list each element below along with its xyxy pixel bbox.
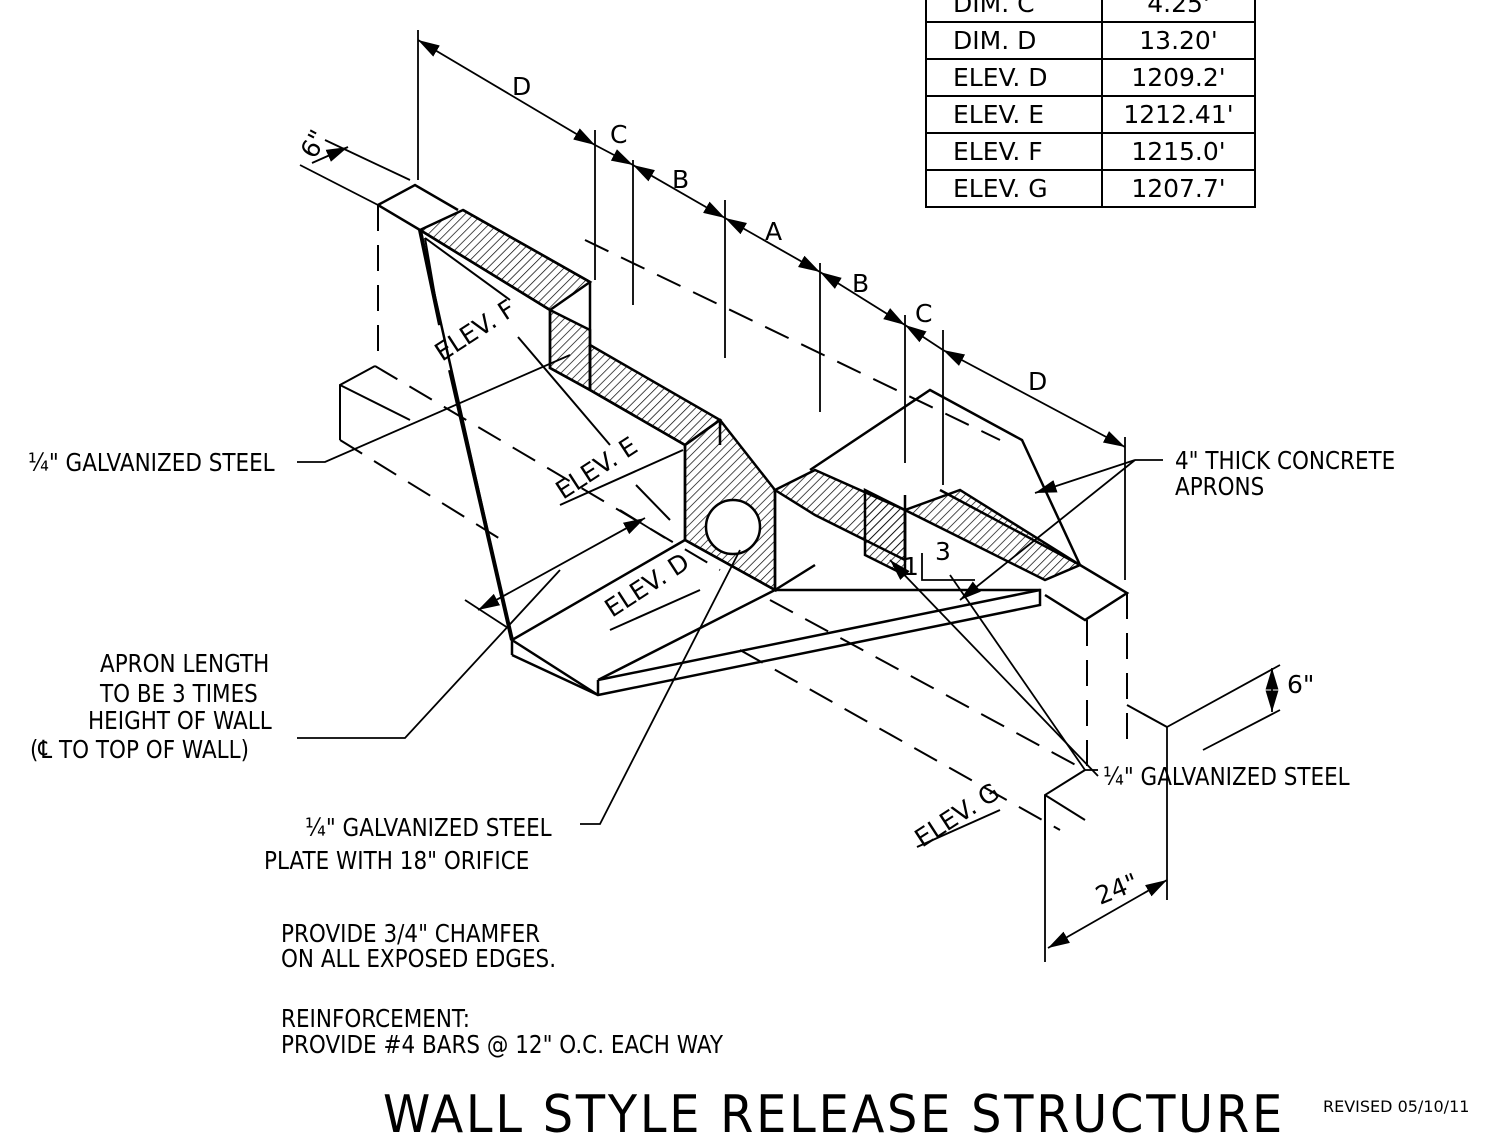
dim-d-label-right: D	[1028, 367, 1047, 396]
dim-6in-label-right: 6"	[1287, 670, 1314, 699]
slope-run-label: 3	[935, 537, 951, 566]
chamfer-note-line1: PROVIDE 3/4" CHAMFER	[281, 919, 541, 948]
chamfer-note-line2: ON ALL EXPOSED EDGES.	[281, 944, 557, 973]
dim-d-label-left: D	[512, 72, 531, 101]
apron-length-line2: TO BE 3 TIMES	[100, 679, 258, 708]
elev-e-label: ELEV. E	[550, 431, 642, 505]
elevation-leaders	[424, 237, 1001, 848]
slope-rise-label: 1	[903, 552, 919, 581]
dim-c-label-left: C	[610, 120, 627, 149]
dimension-table-label: DIM. C	[925, 0, 1103, 23]
right-dimensions	[1044, 664, 1281, 962]
concrete-aprons-line2: APRONS	[1175, 472, 1265, 501]
drawing-title: WALL STYLE RELEASE STRUCTURE	[383, 1085, 1285, 1145]
reinforcement-note-line1: REINFORCEMENT:	[281, 1004, 470, 1033]
dimension-table-label: DIM. D	[925, 21, 1103, 60]
isometric-structure-drawing: D C B A B C D 6" 24" 6" 1 3 ELEV. F ELEV…	[295, 30, 1314, 962]
apron-length-line3: HEIGHT OF WALL	[88, 706, 272, 735]
dim-6in-label-left: 6"	[295, 125, 333, 163]
apron-dimension	[297, 509, 666, 739]
galvanized-steel-right-callout: ¼" GALVANIZED STEEL	[1103, 762, 1350, 791]
dim-b-label-right: B	[852, 269, 869, 298]
dimension-table-value: 1212.41'	[1101, 95, 1256, 134]
dimension-table-label: ELEV. E	[925, 95, 1103, 134]
reinforcement-note-line2: PROVIDE #4 BARS @ 12" O.C. EACH WAY	[281, 1030, 724, 1059]
footing-outline	[339, 365, 1168, 840]
orifice-circle	[704, 498, 762, 556]
orifice-plate-line2: PLATE WITH 18" ORIFICE	[264, 846, 530, 875]
dim-a-label: A	[765, 217, 782, 246]
dimension-table-value: 1207.7'	[1101, 169, 1256, 208]
dim-24in-label: 24"	[1091, 867, 1142, 910]
dimension-table-value: 13.20'	[1101, 21, 1256, 60]
revision-date: REVISED 05/10/11	[1323, 1097, 1470, 1116]
dimension-table-label: ELEV. D	[925, 58, 1103, 97]
dimension-table-value: 1215.0'	[1101, 132, 1256, 171]
orifice-plate-line1: ¼" GALVANIZED STEEL	[305, 813, 552, 842]
galvanized-steel-left-callout: ¼" GALVANIZED STEEL	[28, 448, 275, 477]
dimension-table-value: 4.25'	[1101, 0, 1256, 23]
slope-indicator	[921, 553, 975, 581]
dim-b-label-left: B	[672, 165, 689, 194]
dimension-table-value: 1209.2'	[1101, 58, 1256, 97]
apron-length-line4: (℄ TO TOP OF WALL)	[30, 735, 250, 764]
apron-length-line1: APRON LENGTH	[100, 649, 270, 678]
dim-c-label-right: C	[915, 299, 932, 328]
dimension-table-label: ELEV. F	[925, 132, 1103, 171]
dimension-table-label: ELEV. G	[925, 169, 1103, 208]
elev-d-label: ELEV. D	[599, 547, 694, 623]
callout-leaders	[297, 354, 1163, 825]
concrete-aprons-line1: 4" THICK CONCRETE	[1175, 446, 1396, 475]
top-dimension-lines	[299, 30, 1126, 580]
